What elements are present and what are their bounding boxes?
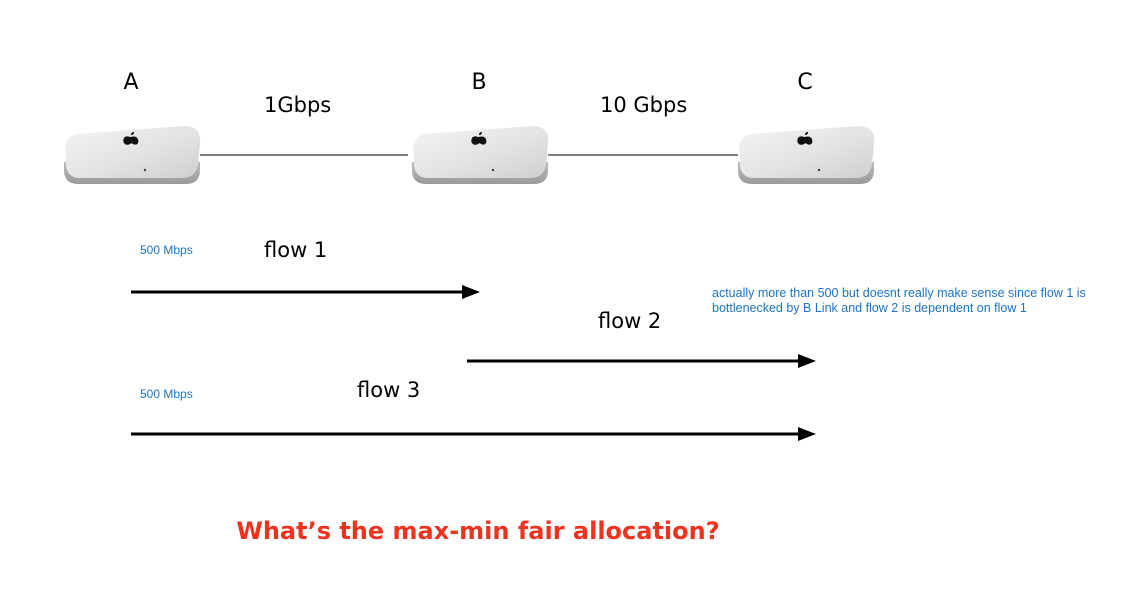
node-label-a: A (123, 70, 139, 95)
flow-3-arrow (131, 427, 816, 441)
apple-logo-icon (471, 132, 487, 145)
mac-mini-icon (738, 126, 875, 184)
flow-1-arrow (131, 285, 480, 299)
flow-2-arrow (467, 354, 816, 368)
link-a-b-label: 1Gbps (264, 93, 332, 117)
link-b-c-label: 10 Gbps (600, 93, 688, 117)
mac-mini-icon (412, 126, 549, 184)
annotation-note: actually more than 500 but doesnt really… (712, 286, 1086, 315)
flow-3-label: flow 3 (357, 378, 421, 402)
apple-logo-icon (123, 132, 139, 145)
mac-mini-icon (64, 126, 201, 184)
question-heading: What’s the max-min fair allocation? (236, 517, 720, 545)
node-label-c: C (797, 70, 813, 95)
node-label-b: B (471, 70, 487, 95)
flow-1-rate-note: 500 Mbps (140, 243, 193, 257)
flow-1-label: flow 1 (264, 238, 328, 262)
flow-3-rate-note: 500 Mbps (140, 387, 193, 401)
apple-logo-icon (797, 132, 813, 145)
flow-2-label: flow 2 (598, 309, 662, 333)
